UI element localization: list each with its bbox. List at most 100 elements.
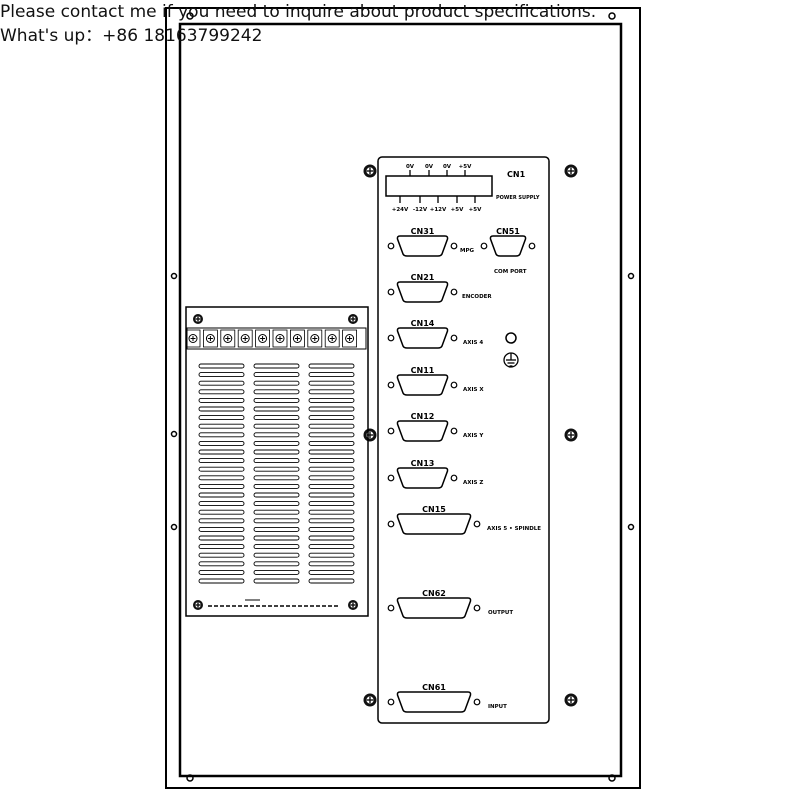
vent-slot	[253, 372, 300, 378]
terminal-screw-icon	[342, 329, 358, 348]
vent-slot	[198, 372, 245, 378]
cn14-screw-hole-left	[387, 334, 395, 342]
cn1-terminal-block	[385, 175, 493, 197]
cn11-screw-hole-right	[450, 381, 458, 389]
screw-icon	[564, 164, 578, 178]
vent-slot	[308, 415, 355, 421]
cn51-screw-hole-right	[528, 242, 536, 250]
terminal-screw-icon	[324, 329, 340, 348]
ground-symbol	[503, 332, 519, 368]
vent-slot	[253, 578, 300, 584]
cn21-shell	[396, 281, 449, 303]
vent-slot	[308, 475, 355, 481]
vent-slot	[198, 509, 245, 515]
vent-slot	[198, 380, 245, 386]
vent-slot	[308, 483, 355, 489]
vent-slot	[308, 501, 355, 507]
vent-slot	[253, 526, 300, 532]
cn14-shell	[396, 327, 449, 349]
cn61-screw-hole-left	[387, 698, 395, 706]
cn1-top-pin-label: 0V	[406, 164, 415, 170]
vent-slot	[253, 552, 300, 558]
terminal-screw-icon	[255, 329, 271, 348]
cn61-screw-hole-right	[473, 698, 481, 706]
vent-slot	[198, 483, 245, 489]
vent-slot	[308, 389, 355, 395]
vent-slot	[308, 518, 355, 524]
vent-slot	[198, 526, 245, 532]
cn13-shell	[396, 467, 449, 489]
cn61-name: CN61	[422, 683, 446, 692]
terminal-screw-icon	[307, 329, 323, 348]
vent-slot	[198, 466, 245, 472]
cn31-screw-hole-left	[387, 242, 395, 250]
vent-slot	[198, 578, 245, 584]
cn31-label: MPG	[460, 248, 475, 254]
power-supply-module	[185, 306, 369, 617]
screw-icon	[193, 314, 203, 324]
frame-mounting-holes	[170, 12, 635, 782]
cn51-label: COM PORT	[494, 269, 527, 275]
vent-slot	[198, 363, 245, 369]
screw-icon	[348, 600, 358, 610]
vent-slot	[198, 569, 245, 575]
cn15-name: CN15	[422, 505, 446, 514]
vent-slot	[308, 432, 355, 438]
vent-slot	[253, 423, 300, 429]
vent-slot	[308, 544, 355, 550]
cn1-bottom-pin-label: +5V	[469, 207, 482, 213]
cn15-shell	[396, 513, 472, 535]
vent-slot	[198, 432, 245, 438]
vent-slot	[253, 458, 300, 464]
cn51-shell	[489, 235, 527, 257]
vent-slot	[253, 397, 300, 403]
cn31-screw-hole-right	[450, 242, 458, 250]
vent-slot	[253, 509, 300, 515]
panel-screws	[193, 164, 578, 707]
vent-slot	[308, 552, 355, 558]
cn62-shell	[396, 597, 472, 619]
cn1-bottom-pin-label: -12V	[413, 207, 428, 213]
cn12-label: AXIS Y	[463, 433, 484, 439]
vent-slot	[308, 397, 355, 403]
vent-slot	[308, 449, 355, 455]
vent-slot	[308, 492, 355, 498]
vent-slot	[253, 466, 300, 472]
cn62-screw-hole-right	[473, 604, 481, 612]
cn51-screw-hole-left	[480, 242, 488, 250]
vent-slot	[253, 363, 300, 369]
cn1-bottom-pin-label: +24V	[392, 207, 409, 213]
terminal-block	[185, 329, 358, 348]
vent-slot	[253, 415, 300, 421]
cn31-shell	[396, 235, 449, 257]
vent-slot	[308, 380, 355, 386]
vent-slot	[198, 552, 245, 558]
cn15-label: AXIS 5 • SPINDLE	[487, 526, 541, 532]
cn1-name: CN1	[507, 170, 526, 179]
screw-icon	[564, 428, 578, 442]
vent-slot	[198, 535, 245, 541]
vent-slot	[308, 466, 355, 472]
vent-slot	[198, 423, 245, 429]
cn14-label: AXIS 4	[463, 340, 483, 346]
vent-slot	[308, 423, 355, 429]
vent-slot	[253, 475, 300, 481]
cn1-bottom-pin-label: +12V	[430, 207, 447, 213]
cn13-screw-hole-right	[450, 474, 458, 482]
contact-line-1: Please contact me if you need to inquire…	[0, 2, 597, 22]
cn61-label: INPUT	[488, 704, 507, 710]
screw-icon	[363, 428, 377, 442]
cn13-screw-hole-left	[387, 474, 395, 482]
vent-slot	[308, 440, 355, 446]
vent-slot	[253, 518, 300, 524]
cn1-top-pin-label: +5V	[459, 164, 472, 170]
vent-slot	[253, 440, 300, 446]
cn15-screw-hole-left	[387, 520, 395, 528]
cn11-screw-hole-left	[387, 381, 395, 389]
